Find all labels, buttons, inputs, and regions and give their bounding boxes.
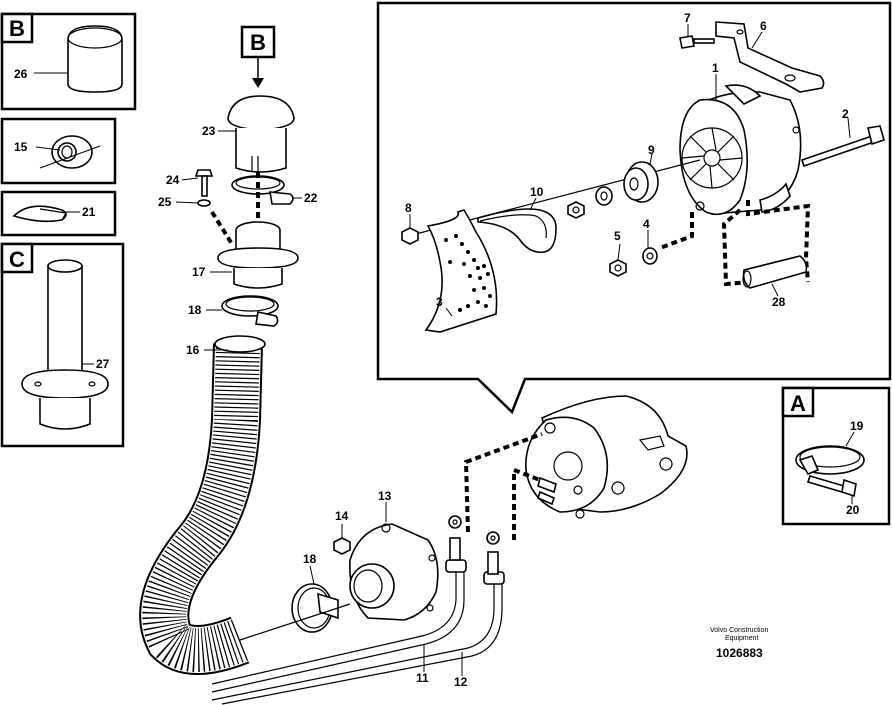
washer-4 (642, 247, 658, 265)
company-name-line1: Volvo Construction (710, 627, 768, 634)
detail-box-b: B 26 (0, 12, 137, 111)
bracket-6 (715, 21, 825, 93)
callout-3: 3 (436, 295, 443, 309)
callout-10: 10 (530, 185, 544, 199)
cable-tie-part (12, 205, 67, 223)
v-belt-10 (477, 208, 557, 254)
nut-5 (609, 259, 627, 277)
drawing-reference-number: 1026883 (716, 646, 763, 660)
alternator-1 (679, 84, 802, 216)
pulley-9 (623, 161, 659, 203)
bolt-7 (679, 35, 715, 49)
callout-24: 24 (166, 173, 180, 187)
detail-c-tag (0, 242, 34, 274)
callout-23: 23 (202, 124, 216, 138)
hose-to-cover-line (239, 603, 351, 641)
flex-hose-16 (139, 335, 266, 675)
section-b-marker: B (240, 25, 276, 88)
callout-6: 6 (760, 19, 767, 33)
callout-20: 20 (846, 503, 860, 517)
callout-18-bottom: 18 (303, 552, 317, 566)
callout-11: 11 (416, 671, 429, 685)
callout-7: 7 (684, 11, 691, 25)
callout-12: 12 (454, 675, 468, 689)
cable-11 (211, 515, 467, 693)
filter-cap-part (67, 25, 123, 93)
detail-b-tag (0, 12, 34, 44)
sleeve-28 (742, 255, 808, 289)
callout-18-top: 18 (188, 303, 202, 317)
assembly-dash-b2 (210, 210, 234, 246)
bolt-24 (194, 169, 214, 197)
nut-14 (333, 537, 351, 555)
callout-2: 2 (842, 107, 849, 121)
callout-22: 22 (304, 191, 318, 205)
hose-clamp-22 (231, 175, 294, 205)
callout-1: 1 (712, 61, 719, 75)
pipe-part (21, 259, 109, 430)
callout-16: 16 (186, 343, 200, 357)
intake-cap-23 (227, 95, 295, 173)
grommet-part (51, 135, 93, 169)
callout-4: 4 (643, 217, 650, 231)
lower-dash-1 (463, 432, 543, 533)
detail-box-15: 15 (0, 117, 117, 185)
cable-12 (211, 531, 505, 705)
band-clamp-19 (795, 445, 865, 476)
callout-8: 8 (405, 201, 412, 215)
fan-guard-3 (424, 209, 498, 333)
callout-26: 26 (14, 67, 28, 81)
detail-box-c: C 27 (0, 242, 125, 448)
callout-15: 15 (14, 140, 28, 154)
detail-a-tag (781, 386, 815, 418)
alternator-dash-3 (721, 208, 751, 287)
callout-5: 5 (614, 229, 621, 243)
bolt-20 (806, 475, 857, 498)
section-b-letter: B (250, 30, 266, 55)
shaft-washers (567, 186, 613, 219)
hose-clamp-18-top (221, 295, 279, 327)
callout-28: 28 (772, 295, 786, 309)
long-bolt-2 (800, 125, 885, 168)
washer-25 (197, 199, 211, 207)
callout-27: 27 (96, 357, 110, 371)
detail-a-letter: A (790, 391, 806, 416)
callout-9: 9 (648, 143, 655, 157)
detail-box-a: A 19 20 (781, 386, 891, 526)
callout-17: 17 (192, 265, 206, 279)
adapter-17 (217, 221, 299, 289)
callout-19: 19 (850, 419, 864, 433)
detail-box-21: 21 (0, 190, 117, 237)
callout-25: 25 (158, 195, 172, 209)
detail-c-letter: C (9, 247, 25, 272)
alternator-cover-13 (349, 523, 439, 621)
company-name-line2: Equipment (725, 635, 759, 642)
alternator-dash-1 (659, 212, 694, 250)
callout-21: 21 (82, 205, 96, 219)
callout-14: 14 (335, 509, 349, 523)
detail-b-letter: B (9, 16, 25, 41)
nut-8 (401, 227, 419, 245)
lower-dash-2 (512, 467, 541, 540)
alternator-detail-window (376, 1, 892, 415)
callout-13: 13 (378, 489, 392, 503)
alternator-lower-assembly (525, 395, 688, 519)
hose-clamp-18-bottom (291, 583, 339, 633)
